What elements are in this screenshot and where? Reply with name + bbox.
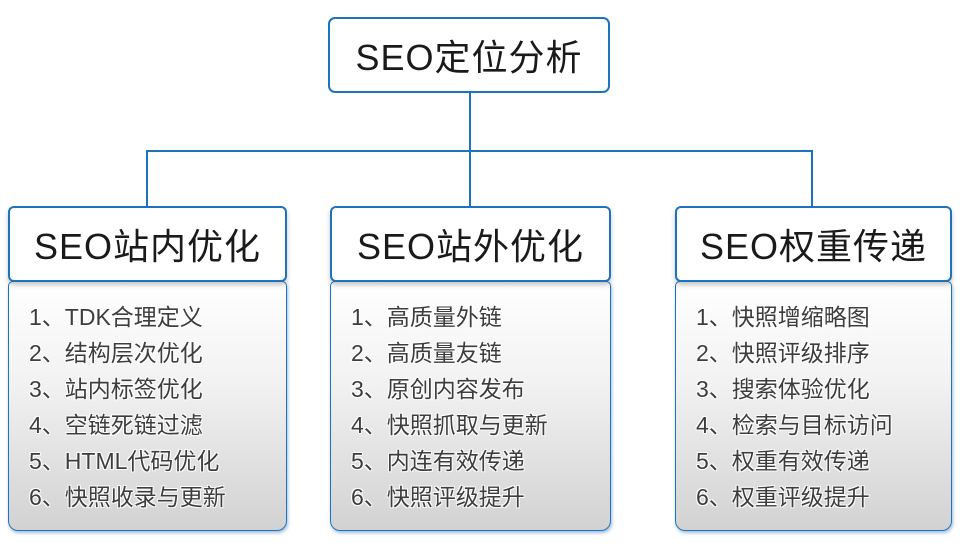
list-item: 2、高质量友链	[351, 340, 502, 366]
list-item: 5、HTML代码优化	[29, 448, 220, 474]
branch-offsite-title: SEO站外优化	[356, 226, 585, 267]
list-item: 5、内连有效传递	[351, 448, 525, 474]
list-item: 5、权重有效传递	[696, 448, 870, 474]
root-node-title: SEO定位分析	[355, 37, 583, 78]
connector-drop-middle	[469, 150, 471, 207]
list-item: 4、空链死链过滤	[29, 412, 203, 438]
branch-weight-list: 1、快照增缩略图 2、快照评级排序 3、搜索体验优化 4、检索与目标访问 5、权…	[675, 281, 952, 531]
list-item: 3、原创内容发布	[351, 376, 525, 402]
list-item: 6、权重评级提升	[696, 484, 870, 510]
branch-offsite-header: SEO站外优化	[330, 206, 611, 282]
list-item: 6、快照收录与更新	[29, 484, 226, 510]
branch-onsite-header: SEO站内优化	[8, 206, 287, 282]
list-item: 1、高质量外链	[351, 304, 502, 330]
branch-offsite-list: 1、高质量外链 2、高质量友链 3、原创内容发布 4、快照抓取与更新 5、内连有…	[330, 281, 611, 531]
branch-onsite-title: SEO站内优化	[33, 226, 262, 267]
root-node: SEO定位分析	[328, 17, 610, 93]
branch-weight-header: SEO权重传递	[675, 206, 952, 282]
branch-weight-title: SEO权重传递	[699, 226, 928, 267]
connector-rail	[146, 150, 813, 152]
list-item: 3、站内标签优化	[29, 376, 203, 402]
list-item: 3、搜索体验优化	[696, 376, 870, 402]
list-item: 1、快照增缩略图	[696, 304, 870, 330]
list-item: 4、快照抓取与更新	[351, 412, 548, 438]
connector-drop-right	[811, 150, 813, 207]
connector-drop-left	[146, 150, 148, 207]
list-item: 6、快照评级提升	[351, 484, 525, 510]
list-item: 2、快照评级排序	[696, 340, 870, 366]
list-item: 1、TDK合理定义	[29, 304, 203, 330]
list-item: 4、检索与目标访问	[696, 412, 893, 438]
list-item: 2、结构层次优化	[29, 340, 203, 366]
connector-root-stem	[469, 93, 471, 150]
branch-onsite-list: 1、TDK合理定义 2、结构层次优化 3、站内标签优化 4、空链死链过滤 5、H…	[8, 281, 287, 531]
